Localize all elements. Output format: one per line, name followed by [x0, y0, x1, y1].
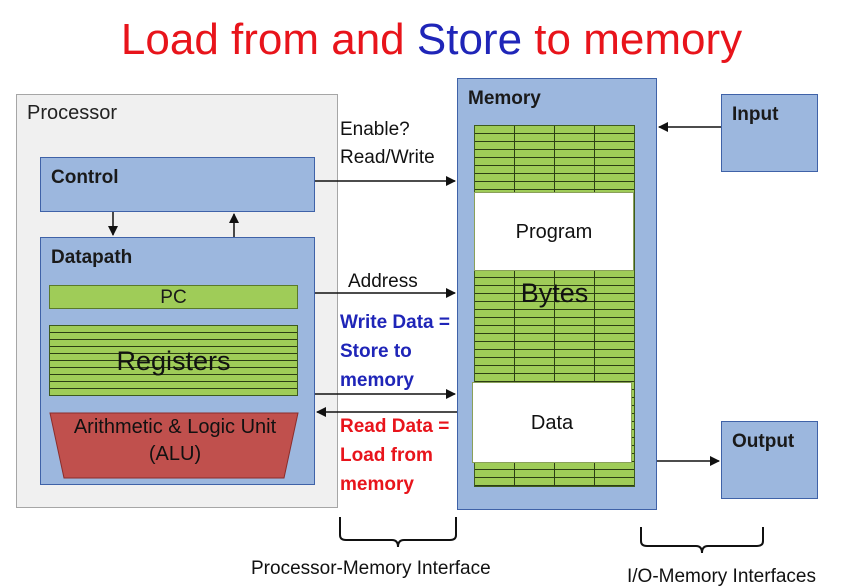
- read-write-label: Read/Write: [340, 147, 435, 168]
- registers-block: [49, 325, 298, 396]
- alu-label-line2: (ALU): [148, 443, 202, 465]
- io-memory-brace: [640, 527, 764, 554]
- input-label: Input: [732, 104, 779, 125]
- alu-label: Arithmetic & Logic Unit (ALU): [50, 414, 300, 468]
- datapath-label: Datapath: [51, 247, 133, 268]
- write-data-line2: Store to: [340, 341, 412, 362]
- output-label: Output: [732, 431, 795, 452]
- page-title: Load from and Store to memory: [0, 12, 863, 68]
- processor-memory-caption: Processor-Memory Interface: [251, 558, 491, 579]
- control-label: Control: [51, 167, 119, 188]
- enable-label: Enable?: [340, 119, 410, 140]
- data-region: Data: [472, 382, 632, 463]
- input-box: Input: [721, 94, 818, 172]
- address-label: Address: [348, 271, 418, 292]
- title-part-load: Load from and: [120, 15, 417, 64]
- read-data-line2: Load from: [340, 445, 433, 466]
- write-data-line3: memory: [340, 370, 414, 391]
- processor-label: Processor: [27, 102, 118, 124]
- read-data-label: Read Data = Load from memory: [340, 412, 449, 499]
- read-data-line3: memory: [340, 474, 414, 495]
- alu-label-line1: Arithmetic & Logic Unit: [73, 416, 277, 438]
- control-box: Control: [40, 157, 315, 212]
- read-data-line1: Read Data =: [340, 416, 450, 437]
- write-data-line1: Write Data =: [340, 312, 450, 333]
- output-box: Output: [721, 421, 818, 499]
- io-memory-caption: I/O-Memory Interfaces: [627, 566, 816, 587]
- title-part-memory: to memory: [522, 15, 743, 64]
- write-data-label: Write Data = Store to memory: [340, 308, 450, 395]
- program-region: Program: [474, 192, 634, 271]
- processor-memory-brace: [339, 517, 457, 548]
- pc-register: PC: [49, 285, 298, 309]
- registers-label: Registers: [116, 346, 231, 376]
- bytes-label: Bytes: [520, 278, 589, 308]
- memory-label: Memory: [468, 88, 541, 109]
- title-part-store: Store: [416, 15, 523, 64]
